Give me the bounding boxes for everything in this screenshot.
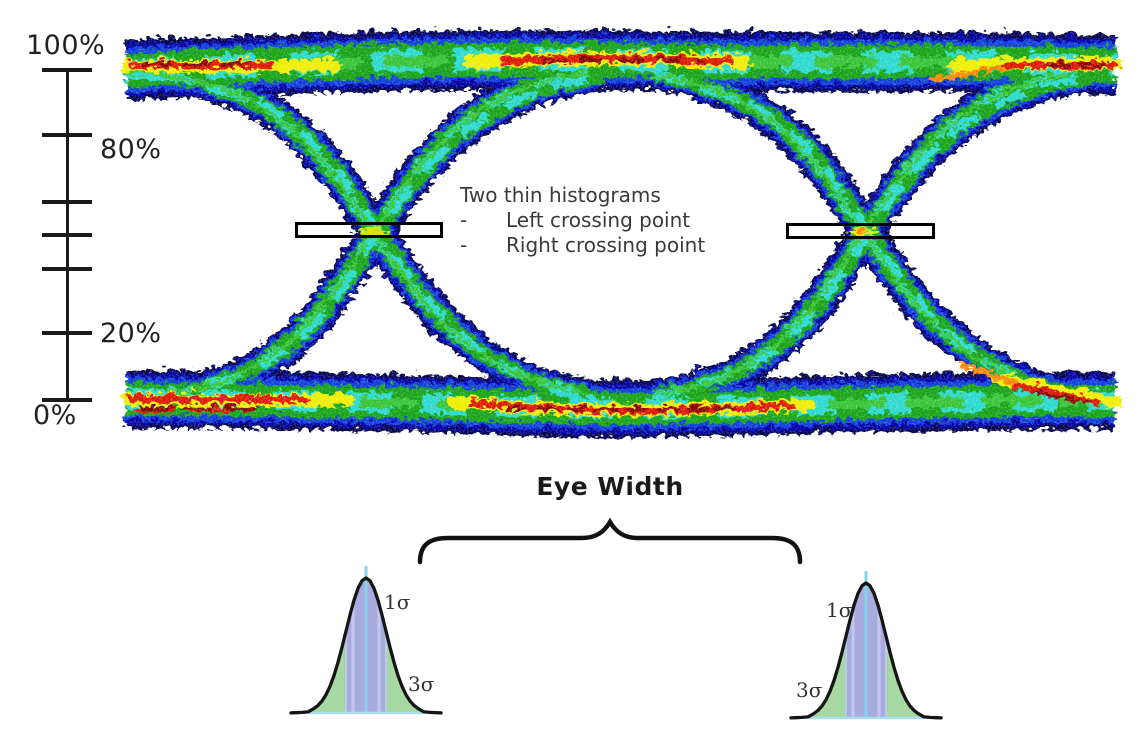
annotation-text: Left crossing point: [506, 208, 691, 232]
left-one-sigma-label: 1σ: [384, 590, 411, 614]
gaussian-curve: [789, 581, 943, 720]
left-crossing-histogram-box: [295, 222, 443, 238]
gaussian-curve: [289, 576, 443, 715]
eye-width-label: Eye Width: [536, 472, 684, 501]
axis-tick-0: [42, 398, 92, 402]
axis-tick-60: [42, 200, 92, 204]
axis-tick-40: [42, 267, 92, 271]
axis-tick-80: [42, 133, 92, 137]
right-three-sigma-label: 3σ: [796, 678, 823, 702]
axis-label-80: 80%: [100, 134, 162, 165]
annotation-text: Right crossing point: [506, 233, 706, 257]
right-crossing-gaussian: [789, 571, 943, 720]
axis-label-0: 0%: [33, 400, 77, 431]
right-crossing-histogram-box: [786, 223, 935, 239]
density-noise-overlay: [118, 26, 1118, 440]
annotation-bullet: -: [460, 233, 468, 257]
brace-path: [417, 517, 803, 565]
right-one-sigma-label: 1σ: [826, 598, 853, 622]
annotation-item-right: - Right crossing point: [460, 233, 705, 258]
axis-tick-20: [42, 331, 92, 335]
left-three-sigma-label: 3σ: [408, 672, 435, 696]
axis-tick-100: [42, 68, 92, 72]
annotation-item-left: - Left crossing point: [460, 208, 705, 233]
annotation-title: Two thin histograms: [460, 183, 661, 207]
eye-diagram-plot: [0, 26, 1144, 440]
histogram-annotation: Two thin histograms - Left crossing poin…: [460, 183, 705, 258]
axis-label-100: 100%: [26, 30, 106, 61]
axis-tick-50: [42, 233, 92, 237]
annotation-bullet: -: [460, 208, 468, 232]
eye-width-brace: [417, 517, 803, 565]
left-crossing-gaussian: [289, 566, 443, 715]
axis-label-20: 20%: [100, 318, 162, 349]
